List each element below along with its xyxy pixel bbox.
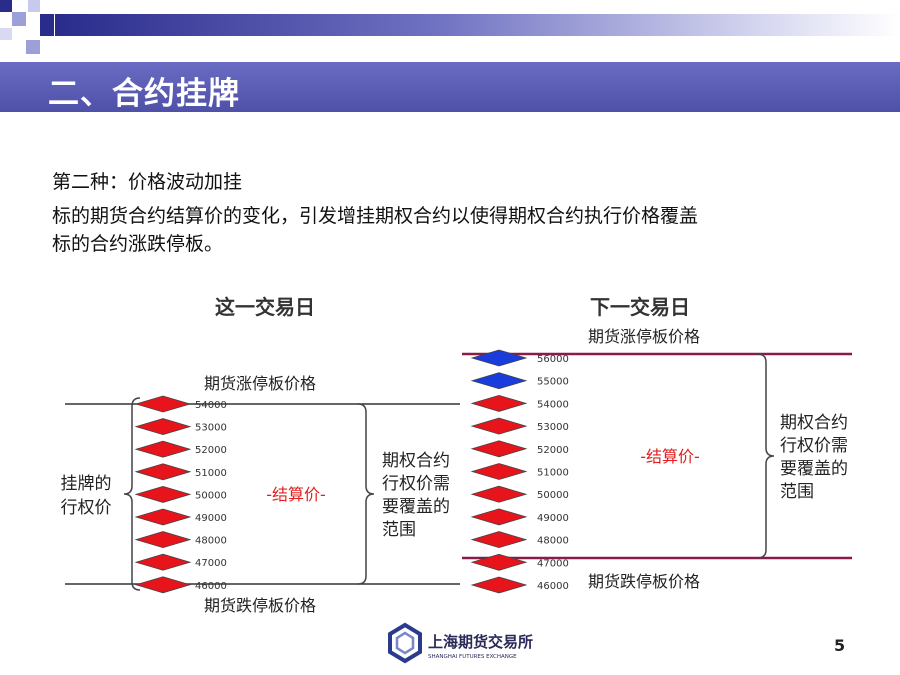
right-strike-diamond-icon xyxy=(470,417,528,435)
left-strike-diamond-icon xyxy=(134,553,192,571)
left-strike-diamond-icon xyxy=(134,395,192,413)
title-bar: 二、合约挂牌 xyxy=(0,62,900,112)
left-strike-diamond-icon xyxy=(134,508,192,526)
right-strike-label: 50000 xyxy=(537,490,569,501)
left-listed-bracket xyxy=(123,397,141,591)
logo-inner-hexagon-icon xyxy=(395,631,415,655)
top-gradient-strip xyxy=(55,14,900,36)
left-strike-diamond-icon xyxy=(134,576,192,594)
left-limit-down-label: 期货跌停板价格 xyxy=(204,596,316,615)
right-strike-diamond-icon xyxy=(470,485,528,503)
left-coverage-text-3: 要覆盖的 xyxy=(382,497,450,517)
right-coverage-text-3: 要覆盖的 xyxy=(780,459,848,479)
left-settlement-label: -结算价- xyxy=(266,485,326,504)
right-settlement-label: -结算价- xyxy=(640,447,700,466)
exchange-logo: 上海期货交易所 SHANGHAI FUTURES EXCHANGE xyxy=(388,622,533,664)
right-strike-diamond-icon xyxy=(470,508,528,526)
subtitle: 第二种：价格波动加挂 xyxy=(52,171,243,193)
right-strike-label: 51000 xyxy=(537,468,569,479)
left-coverage-text-2: 行权价需 xyxy=(382,474,450,494)
left-strike-label: 50000 xyxy=(195,490,227,501)
left-strike-label: 49000 xyxy=(195,513,227,524)
description-line-2: 标的合约涨跌停板。 xyxy=(52,233,224,255)
description-line-1: 标的期货合约结算价的变化，引发增挂期权合约以使得期权合约执行价格覆盖 xyxy=(52,205,699,227)
right-coverage-text-2: 行权价需 xyxy=(780,436,848,456)
left-coverage-bracket xyxy=(357,403,375,585)
left-strike-diamond-icon xyxy=(134,531,192,549)
left-strike-label: 48000 xyxy=(195,536,227,547)
right-coverage-text-1: 期权合约 xyxy=(780,413,848,433)
right-strike-label: 46000 xyxy=(537,581,569,592)
left-strike-diamond-icon xyxy=(134,463,192,481)
right-limit-up-label: 期货涨停板价格 xyxy=(588,327,700,346)
right-strike-label: 56000 xyxy=(537,354,569,365)
logo-text-cn: 上海期货交易所 xyxy=(428,633,533,651)
page-number: 5 xyxy=(834,636,846,655)
right-strike-diamond-icon xyxy=(470,553,528,571)
left-limit-up-label: 期货涨停板价格 xyxy=(204,374,316,393)
listed-strike-label-2: 行权价 xyxy=(61,498,112,518)
left-strike-label: 54000 xyxy=(195,400,227,411)
right-coverage-text-4: 范围 xyxy=(780,482,814,502)
right-strike-label: 48000 xyxy=(537,536,569,547)
slide-title: 二、合约挂牌 xyxy=(48,76,240,112)
logo-hexagon-icon xyxy=(388,622,422,664)
left-coverage-text-4: 范围 xyxy=(382,520,416,540)
left-strike-diamond-icon xyxy=(134,418,192,436)
left-heading: 这一交易日 xyxy=(215,295,315,319)
left-strike-label: 47000 xyxy=(195,558,227,569)
right-strike-diamond-icon xyxy=(470,349,528,367)
left-strike-diamond-icon xyxy=(134,485,192,503)
left-strike-label: 52000 xyxy=(195,445,227,456)
right-strike-diamond-icon xyxy=(470,394,528,412)
left-strike-diamond-icon xyxy=(134,440,192,458)
left-strike-diamonds: 54000 53000 52000 51000 50000 49000 48000 47000… xyxy=(134,395,227,594)
right-heading: 下一交易日 xyxy=(590,295,690,319)
right-strike-diamonds: 56000 55000 54000 53000 52000 51000 50000 49000… xyxy=(470,349,569,594)
listed-strike-label-1: 挂牌的 xyxy=(61,474,112,494)
right-strike-diamond-icon xyxy=(470,463,528,480)
right-strike-label: 53000 xyxy=(537,422,569,433)
right-coverage-bracket xyxy=(756,353,775,559)
left-strike-label: 51000 xyxy=(195,468,227,479)
right-strike-label: 52000 xyxy=(537,445,569,456)
right-strike-label: 49000 xyxy=(537,513,569,524)
right-strike-diamond-icon xyxy=(470,440,528,458)
right-limit-down-label: 期货跌停板价格 xyxy=(588,572,700,591)
right-strike-diamond-icon xyxy=(470,576,528,594)
right-strike-label: 54000 xyxy=(537,399,569,410)
right-strike-diamond-icon xyxy=(470,372,528,390)
left-coverage-text-1: 期权合约 xyxy=(382,451,450,471)
left-strike-label: 53000 xyxy=(195,423,227,434)
right-strike-label: 55000 xyxy=(537,377,569,388)
right-strike-diamond-icon xyxy=(470,531,528,549)
left-strike-label: 46000 xyxy=(195,581,227,592)
right-strike-label: 47000 xyxy=(537,558,569,569)
logo-text-en: SHANGHAI FUTURES EXCHANGE xyxy=(428,654,517,660)
